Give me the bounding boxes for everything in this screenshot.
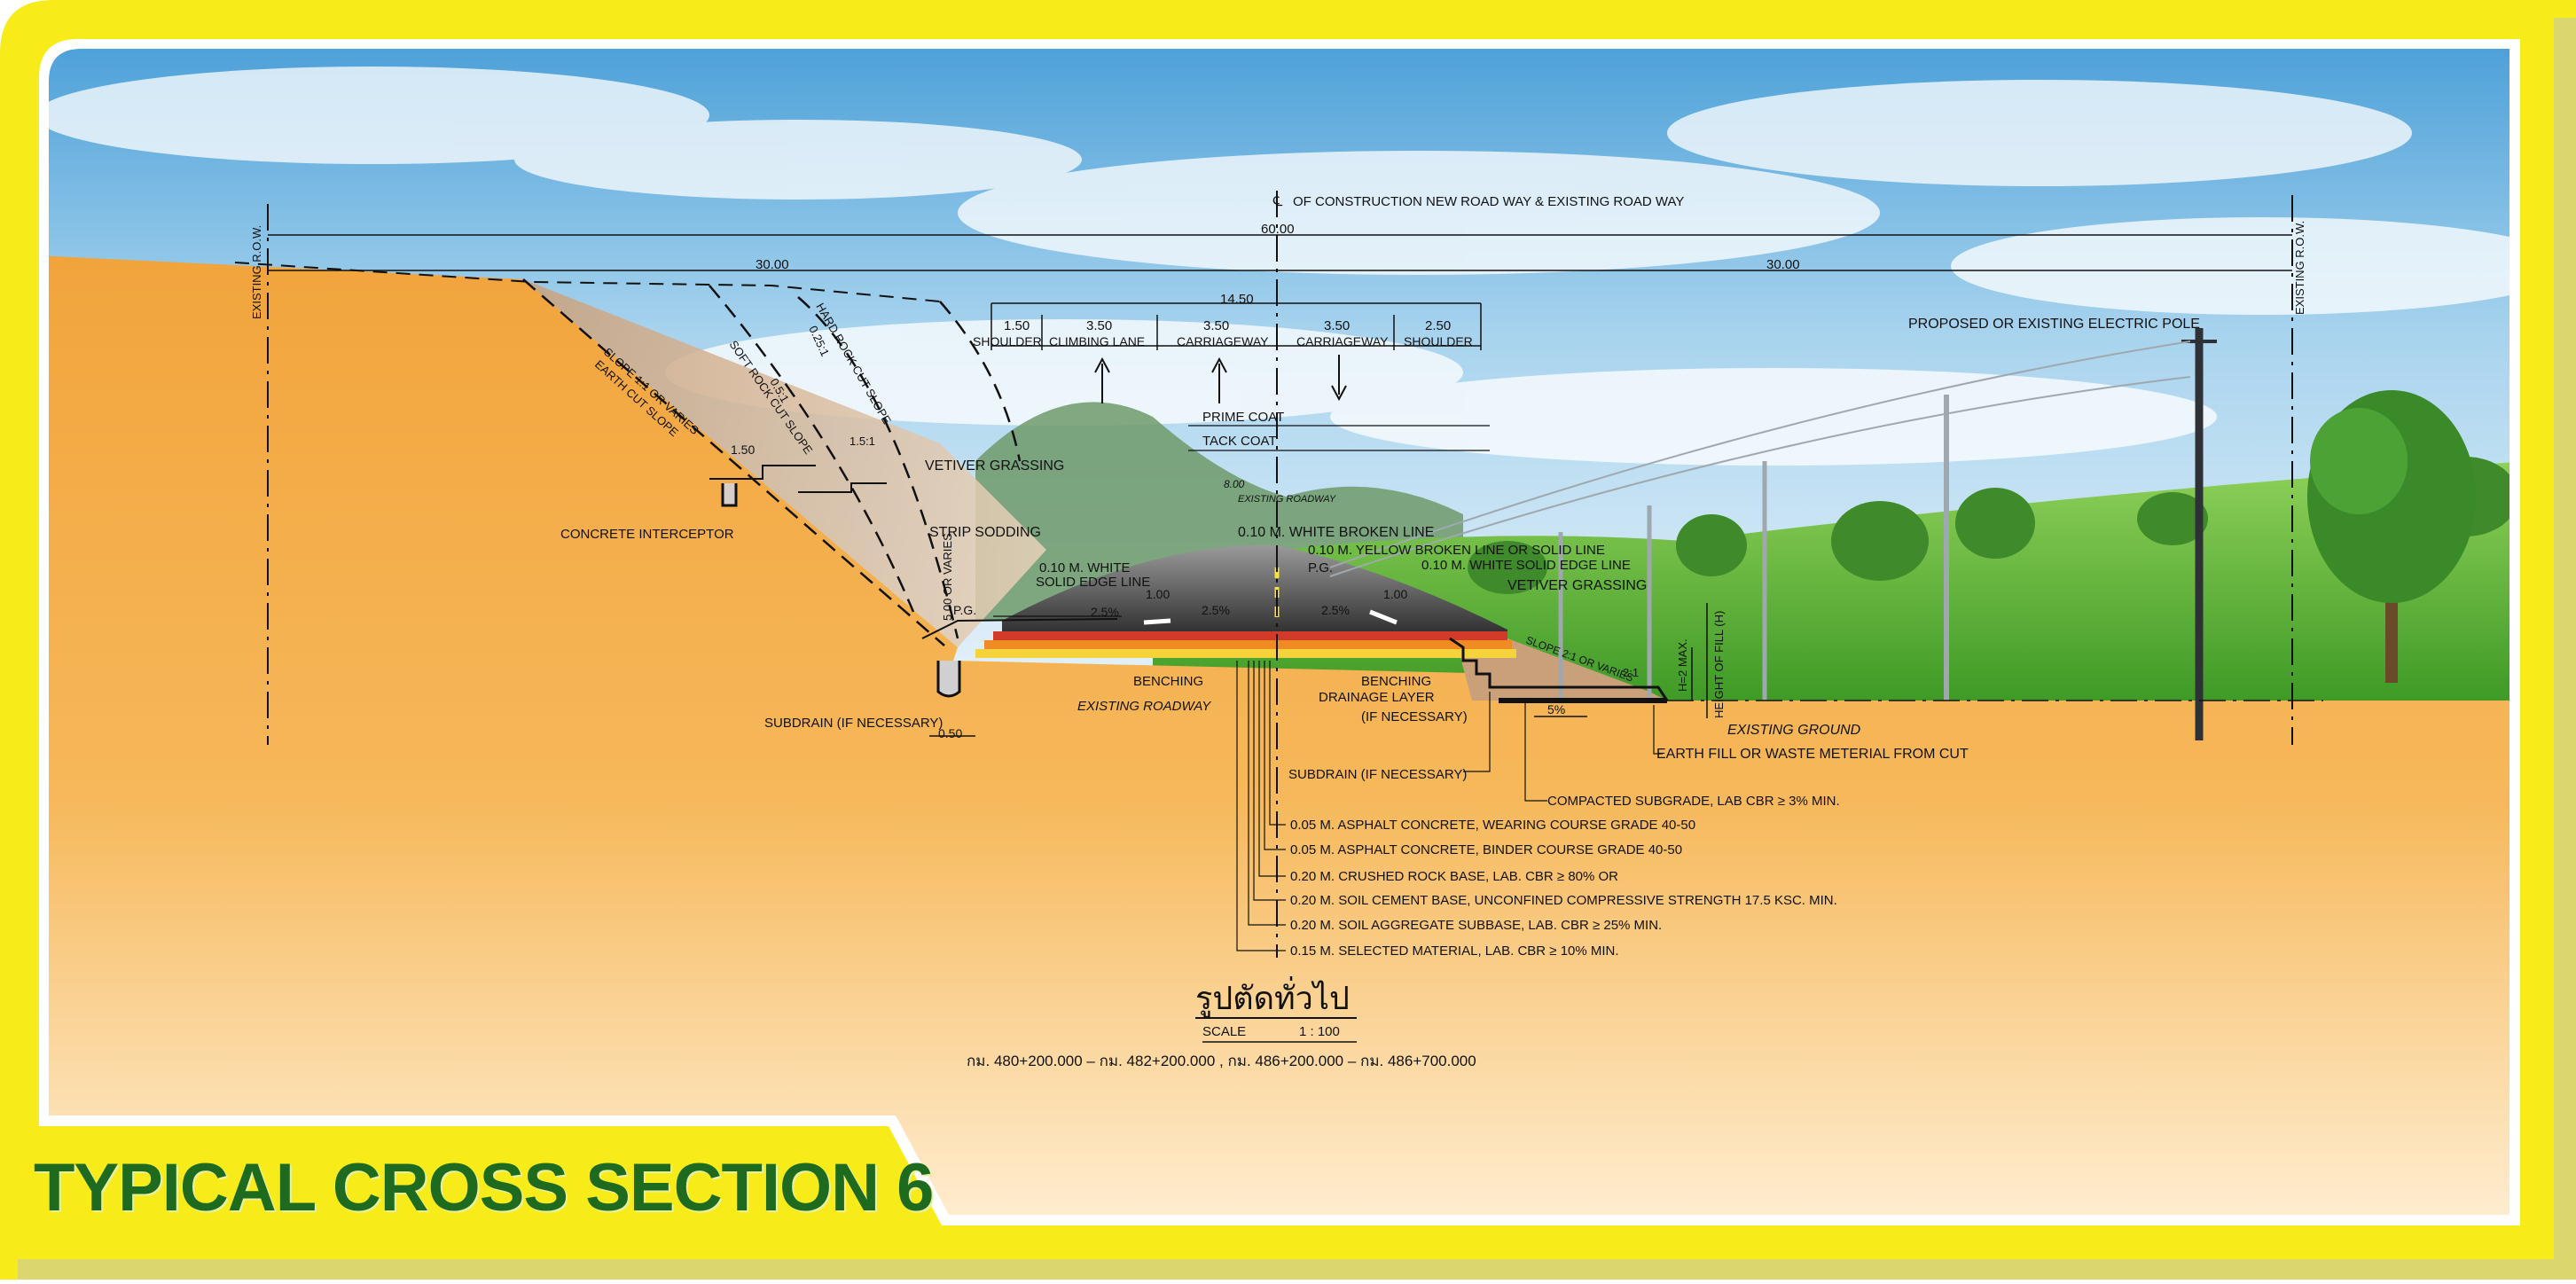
- pg-left: P.G.: [953, 603, 976, 617]
- lane-1-width: 1.50: [1004, 318, 1030, 333]
- layer-4: 0.20 M. SOIL CEMENT BASE, UNCONFINED COM…: [1290, 893, 1837, 908]
- compacted-subgrade: COMPACTED SUBGRADE, LAB CBR ≥ 3% MIN.: [1547, 794, 1840, 809]
- slope-25-c: 2.5%: [1321, 603, 1350, 617]
- width-100-left: 1.00: [1146, 587, 1170, 601]
- concrete-interceptor: CONCRETE INTERCEPTOR: [560, 527, 734, 542]
- existing-width: 8.00: [1224, 478, 1245, 490]
- layer-red: [993, 631, 1507, 640]
- clouds: [49, 67, 2509, 466]
- concrete-interceptor-shape: [721, 483, 738, 507]
- lane-5-width: 2.50: [1425, 318, 1451, 333]
- drainage-layer-1: DRAINAGE LAYER: [1319, 690, 1435, 705]
- width-100-right: 1.00: [1383, 587, 1407, 601]
- benching-left: BENCHING: [1133, 674, 1203, 689]
- vetiver-left: VETIVER GRASSING: [925, 458, 1064, 474]
- white-broken-line: 0.10 M. WHITE BROKEN LINE: [1238, 525, 1434, 540]
- height-of-fill: HEIGHT OF FILL (H): [1712, 611, 1726, 718]
- varies-500: 5.00 OR VARIES: [941, 533, 954, 621]
- dim-row-right: 30.00: [1766, 257, 1800, 272]
- width-150: 1.50: [731, 442, 755, 457]
- lane-4-name: CARRIAGEWAY: [1296, 334, 1389, 348]
- vetiver-right: VETIVER GRASSING: [1507, 578, 1647, 593]
- row-marker-right: EXISTING R.O.W.: [2293, 221, 2306, 315]
- lane-5-name: SHOULDER: [1404, 334, 1473, 348]
- width-050: 0.50: [938, 726, 962, 740]
- subdrain-left-shape: [936, 661, 961, 698]
- slope-25-b: 2.5%: [1202, 603, 1230, 617]
- centerline-label: OF CONSTRUCTION NEW ROAD WAY & EXISTING …: [1293, 194, 1684, 209]
- layer-orange: [984, 640, 1512, 649]
- ratio-15: 1.5:1: [850, 435, 875, 448]
- yellow-broken-line: 0.10 M. YELLOW BROKEN LINE OR SOLID LINE: [1308, 543, 1605, 558]
- electric-pole-label: PROPOSED OR EXISTING ELECTRIC POLE: [1908, 317, 2200, 332]
- lane-2-name: CLIMBING LANE: [1049, 334, 1145, 348]
- white-solid-left-2: SOLID EDGE LINE: [1036, 575, 1150, 590]
- pg-center: P.G.: [1308, 560, 1333, 575]
- slope-25-a: 2.5%: [1091, 605, 1119, 619]
- banner-title: TYPICAL CROSS SECTION 6: [34, 1150, 934, 1225]
- lane-4-width: 3.50: [1324, 318, 1350, 333]
- dim-lanes-total: 14.50: [1220, 292, 1254, 307]
- layer-5: 0.20 M. SOIL AGGREGATE SUBBASE, LAB. CBR…: [1290, 918, 1662, 933]
- linework: [234, 191, 2323, 958]
- existing-ground: EXISTING GROUND: [1727, 723, 1861, 738]
- tack-coat: TACK COAT: [1202, 434, 1277, 449]
- layer-3: 0.20 M. CRUSHED ROCK BASE, LAB. CBR ≥ 80…: [1290, 869, 1618, 884]
- earth-fill: EARTH FILL OR WASTE METERIAL FROM CUT: [1656, 747, 1969, 762]
- electric-poles: [1329, 328, 2217, 740]
- dim-row-total: 60.00: [1261, 222, 1295, 237]
- subdrain-left: SUBDRAIN (IF NECESSARY): [764, 716, 943, 731]
- subdrain-center: SUBDRAIN (IF NECESSARY): [1288, 767, 1467, 782]
- tree: [2307, 390, 2476, 683]
- dim-row-left: 30.00: [756, 257, 789, 272]
- lane-2-width: 3.50: [1086, 318, 1112, 333]
- existing-roadway: EXISTING ROADWAY: [1077, 699, 1211, 714]
- prime-coat: PRIME COAT: [1202, 410, 1284, 425]
- centerline-symbol: ℄: [1272, 194, 1283, 209]
- soil-ground: [49, 255, 2509, 1215]
- drainage-layer-2: (IF NECESSARY): [1361, 709, 1468, 724]
- white-solid-right: 0.10 M. WHITE SOLID EDGE LINE: [1421, 558, 1631, 573]
- row-marker-left: EXISTING R.O.W.: [250, 225, 263, 319]
- lane-1-name: SHOULDER: [973, 334, 1042, 348]
- white-solid-left-1: 0.10 M. WHITE: [1039, 560, 1131, 575]
- benching-right: BENCHING: [1361, 674, 1431, 689]
- scale-value: 1 : 100: [1299, 1024, 1340, 1039]
- layer-yellow: [975, 649, 1516, 658]
- tree-line: [1468, 457, 2509, 594]
- lane-3-name: CARRIAGEWAY: [1177, 334, 1269, 348]
- cut-slope-face: [523, 279, 1046, 647]
- h-max: H=2 MAX.: [1676, 638, 1689, 692]
- strip-sodding: STRIP SODDING: [929, 525, 1041, 540]
- thai-title: รูปตัดทั่วไป: [1195, 976, 1350, 1018]
- scale-label: SCALE: [1202, 1024, 1246, 1039]
- layer-1: 0.05 M. ASPHALT CONCRETE, WEARING COURSE…: [1290, 818, 1695, 833]
- lane-3-width: 3.50: [1203, 318, 1229, 333]
- slope-5: 5%: [1547, 702, 1565, 716]
- layer-6: 0.15 M. SELECTED MATERIAL, LAB. CBR ≥ 10…: [1290, 943, 1619, 959]
- ratio-21: 2:1: [1623, 666, 1639, 679]
- layer-2: 0.05 M. ASPHALT CONCRETE, BINDER COURSE …: [1290, 842, 1682, 857]
- existing-roadway-small: EXISTING ROADWAY: [1238, 494, 1336, 505]
- station-range: กม. 480+200.000 – กม. 482+200.000 , กม. …: [967, 1053, 1476, 1069]
